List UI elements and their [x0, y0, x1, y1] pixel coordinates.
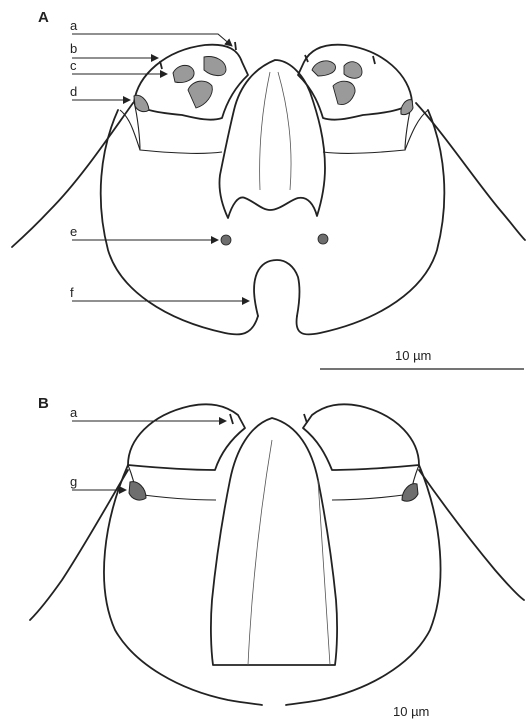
- panel-b-rostrum: [211, 418, 337, 665]
- panel-a-left-sclerite: [134, 95, 149, 111]
- panel-b-right-lobe: [303, 404, 419, 470]
- panel-b-seta-right: [304, 414, 307, 423]
- panel-a-body-right: [297, 110, 445, 334]
- panel-a-left-spot-1: [173, 65, 194, 82]
- panel-b-rostrum-inner: [248, 440, 330, 665]
- panel-a-pore-right: [318, 234, 328, 244]
- panel-a-callout-b: b: [70, 41, 77, 56]
- panel-a-right-spot-1: [312, 61, 335, 76]
- panel-a-callout-a: a: [70, 18, 78, 33]
- panel-a-seta-right-side: [373, 56, 375, 64]
- panel-a-rostrum: [219, 60, 325, 218]
- panel-a-scale-label: 10 µm: [395, 348, 431, 363]
- panel-b-left-lobe: [128, 404, 245, 470]
- panel-a-rostrum-inner: [260, 72, 291, 190]
- panel-a-left-spot-3: [188, 81, 212, 108]
- panel-b-body-left: [104, 465, 262, 705]
- panel-a-left-spot-2: [204, 57, 226, 76]
- panel-a-callout-f: f: [70, 285, 74, 300]
- panel-b-right-leg: [419, 470, 524, 600]
- panel-a-right-spot-2: [344, 62, 362, 79]
- panel-a: A: [12, 9, 525, 369]
- panel-b-right-sclerite: [402, 484, 418, 501]
- panel-a-seta-left-top: [235, 42, 236, 50]
- panel-a-callout-c: c: [70, 58, 77, 73]
- panel-b-left-leg: [30, 470, 128, 620]
- panel-b: B a g 10 µm: [30, 395, 524, 719]
- panel-a-opening: [254, 260, 299, 316]
- panel-a-left-lobe: [134, 45, 248, 120]
- panel-b-label: B: [38, 395, 49, 412]
- panel-a-callout-e: e: [70, 224, 77, 239]
- panel-b-callout-a: a: [70, 405, 78, 420]
- panel-b-body-right: [286, 465, 441, 705]
- panel-a-pore-left: [221, 235, 231, 245]
- panel-b-seta-left: [230, 414, 233, 424]
- panel-a-right-spot-3: [333, 81, 355, 104]
- panel-a-callout-d: d: [70, 84, 77, 99]
- panel-a-seta-left-side: [160, 61, 162, 69]
- panel-a-label: A: [38, 9, 49, 26]
- panel-b-scale-label: 10 µm: [393, 704, 429, 719]
- panel-a-right-sclerite: [401, 100, 413, 115]
- panel-b-left-sclerite: [129, 482, 146, 500]
- panel-b-callout-g: g: [70, 474, 77, 489]
